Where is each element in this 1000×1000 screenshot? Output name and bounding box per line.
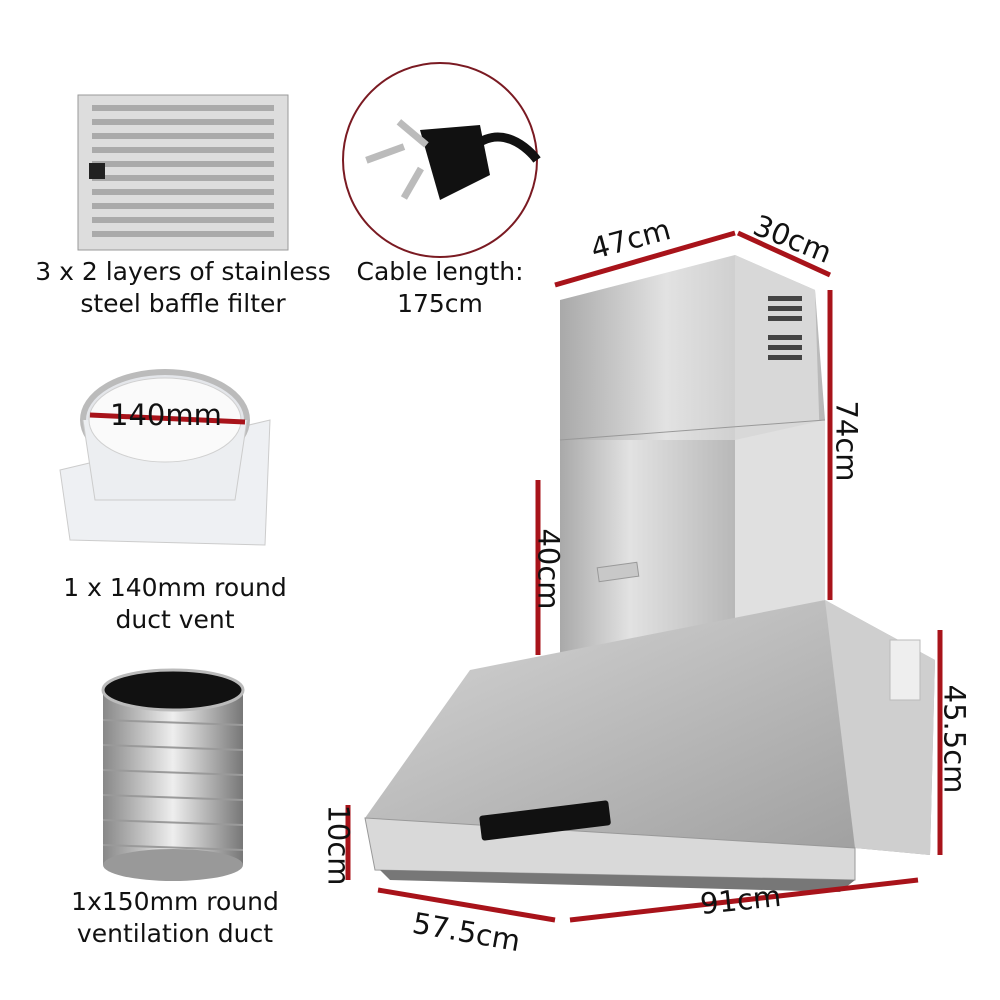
dimension-hood-front: 10cm: [321, 804, 356, 886]
dimension-lines: [345, 230, 943, 923]
dimension-chimney-height: 74cm: [829, 400, 864, 482]
range-hood-image: [364, 255, 935, 892]
cable-caption: Cable length: 175cm: [340, 256, 540, 320]
caption-line: ventilation duct: [76, 919, 274, 948]
duct-vent-image: [59, 369, 271, 546]
duct-caption: 1x150mm round ventilation duct: [25, 886, 325, 950]
caption-line: Cable length:: [356, 257, 524, 286]
dimension-lower-chimney: 40cm: [531, 528, 566, 610]
dimension-hood-height: 45.5cm: [937, 684, 972, 794]
baffle-filter-image: [77, 94, 289, 251]
power-plug-image: [342, 62, 541, 258]
vent-caption: 1 x 140mm round duct vent: [25, 572, 325, 636]
ventilation-duct-image: [101, 668, 245, 881]
caption-line: steel baffle filter: [80, 289, 286, 318]
caption-line: 3 x 2 layers of stainless: [35, 257, 331, 286]
caption-line: 175cm: [397, 289, 483, 318]
dimension-vent-diameter: 140mm: [110, 398, 222, 432]
filter-caption: 3 x 2 layers of stainless steel baffle f…: [33, 256, 333, 320]
caption-line: 1x150mm round: [71, 887, 279, 916]
caption-line: 1 x 140mm round: [63, 573, 287, 602]
caption-line: duct vent: [115, 605, 235, 634]
